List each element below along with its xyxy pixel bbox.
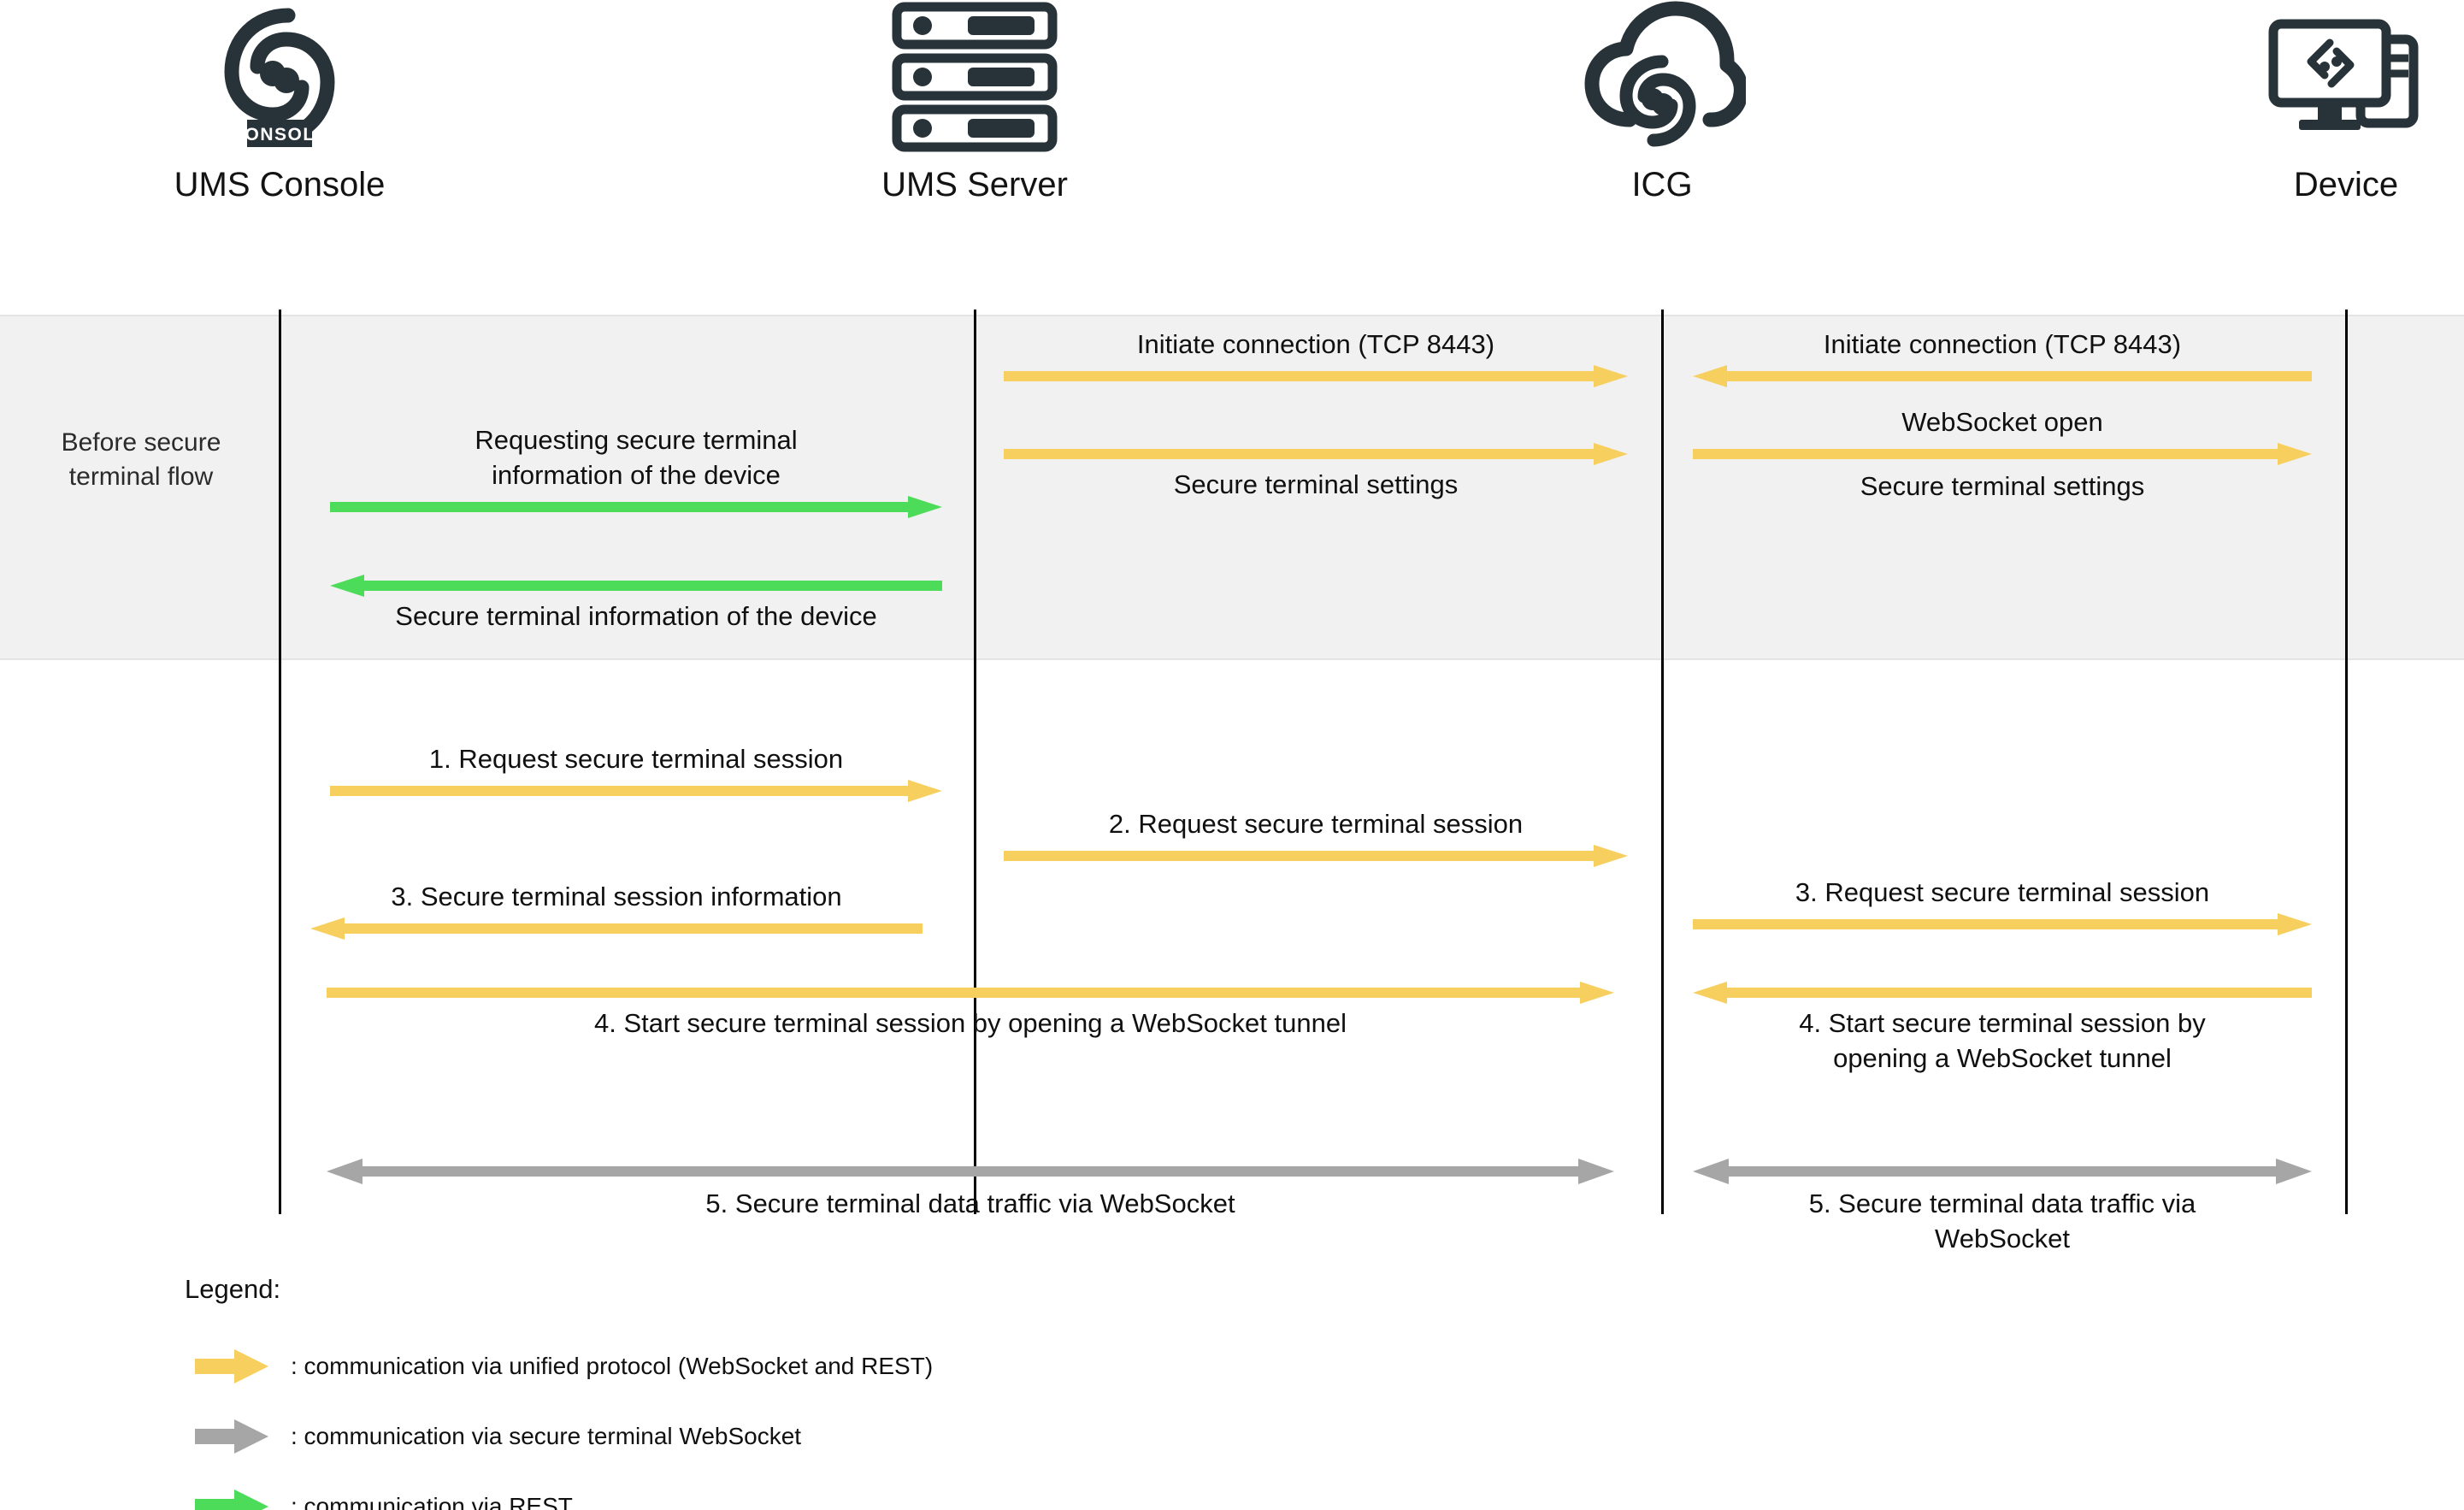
actor-icg: ICG — [1508, 0, 1816, 205]
actor-label: ICG — [1631, 166, 1693, 203]
message-label: 3. Secure terminal session information — [391, 882, 842, 911]
legend-item-unified-protocol: : communication via unified protocol (We… — [195, 1339, 1382, 1394]
message-initiate-connection-icg: Initiate connection (TCP 8443) — [1693, 329, 2312, 387]
arrow-right-unified-icon — [195, 1349, 268, 1383]
legend-item-label: : communication via unified protocol (We… — [291, 1353, 934, 1379]
actor-label: UMS Console — [174, 166, 386, 203]
message-label: Initiate connection (TCP 8443) — [1136, 329, 1495, 359]
message-label: WebSocket open — [1901, 407, 2103, 437]
message-websocket-open: WebSocket open — [1693, 407, 2312, 465]
legend-item-label: : communication via REST — [291, 1493, 573, 1510]
message-label: 4. Start secure terminal session by open… — [594, 1008, 1347, 1038]
message-step5-secure-terminal-data-traffic-device: 5. Secure terminal data traffic via WebS… — [1693, 1159, 2312, 1253]
message-label: 4. Start secure terminal session by open… — [1799, 1008, 2206, 1073]
message-secure-terminal-settings-icg: Secure terminal settings — [1693, 445, 2312, 501]
actor-ums-console: CONSOLE UMS Console — [126, 0, 433, 205]
arrow-right-unified-icon — [327, 982, 1614, 1004]
ums-console-logo-icon: CONSOLE — [126, 0, 433, 154]
message-label: 5. Secure terminal data traffic via WebS… — [1808, 1189, 2196, 1253]
message-step5-secure-terminal-data-traffic: 5. Secure terminal data traffic via WebS… — [327, 1159, 1614, 1218]
arrow-right-unified-icon — [1004, 845, 1628, 867]
actor-ums-server: UMS Server — [821, 0, 1129, 205]
legend-title: Legend: — [185, 1274, 281, 1304]
arrow-right-secure-ws-icon — [195, 1419, 268, 1454]
arrow-bidirectional-secure-ws-icon — [327, 1159, 1614, 1184]
message-step3-request-secure-terminal-session-device: 3. Request secure terminal session — [1693, 877, 2312, 935]
legend-item-secure-terminal-websocket: : communication via secure terminal WebS… — [195, 1409, 1382, 1464]
message-label: Secure terminal settings — [1860, 471, 2145, 501]
message-label: 5. Secure terminal data traffic via WebS… — [705, 1189, 1235, 1218]
lifeline-icg — [1661, 310, 1664, 1214]
message-label: Initiate connection (TCP 8443) — [1823, 329, 2182, 359]
arrow-left-unified-icon — [1693, 365, 2312, 387]
message-label: Requesting secure terminal information o… — [475, 425, 798, 490]
message-requesting-secure-terminal-info: Requesting secure terminal information o… — [330, 425, 942, 518]
arrow-left-rest-icon — [330, 575, 942, 597]
arrow-bidirectional-secure-ws-icon — [1693, 1159, 2312, 1184]
message-label: Secure terminal information of the devic… — [395, 601, 877, 631]
message-step3-secure-terminal-session-information: 3. Secure terminal session information — [310, 882, 923, 940]
message-step4-start-secure-terminal-session: 4. Start secure terminal session by open… — [327, 982, 1614, 1038]
message-label: Secure terminal settings — [1173, 469, 1459, 499]
legend-item-label: : communication via secure terminal WebS… — [291, 1423, 802, 1449]
legend-item-rest: : communication via REST — [195, 1479, 1382, 1510]
message-secure-terminal-settings-ums-server: Secure terminal settings — [1004, 443, 1628, 499]
lifeline-ums-console — [279, 310, 281, 1214]
message-step4-start-secure-terminal-session-device: 4. Start secure terminal session by open… — [1693, 982, 2312, 1073]
arrow-right-rest-icon — [195, 1489, 268, 1510]
message-label: 2. Request secure terminal session — [1108, 809, 1524, 839]
message-secure-terminal-info-of-device: Secure terminal information of the devic… — [330, 575, 942, 631]
desktop-device-icon — [2192, 0, 2464, 154]
arrow-right-rest-icon — [330, 496, 942, 518]
arrow-right-unified-icon — [1693, 443, 2312, 465]
arrow-right-unified-icon — [1004, 365, 1628, 387]
arrow-right-unified-icon — [330, 780, 942, 802]
actor-label: Device — [2293, 166, 2399, 203]
message-step2-request-secure-terminal-session: 2. Request secure terminal session — [1004, 809, 1628, 867]
arrow-right-unified-icon — [1004, 443, 1628, 465]
message-initiate-connection-ums-server: Initiate connection (TCP 8443) — [1004, 329, 1628, 387]
legend: Legend: : communication via unified prot… — [185, 1272, 1382, 1510]
cloud-gateway-icon — [1508, 0, 1816, 154]
arrow-left-unified-icon — [310, 917, 923, 940]
server-rack-icon — [821, 0, 1129, 154]
svg-text:CONSOLE: CONSOLE — [231, 125, 328, 145]
band-label: Before secure terminal flow — [61, 428, 221, 491]
arrow-left-unified-icon — [1693, 982, 2312, 1004]
lifeline-device — [2345, 310, 2348, 1214]
actor-device: Device — [2192, 0, 2464, 205]
message-step1-request-secure-terminal-session: 1. Request secure terminal session — [330, 744, 942, 802]
lifeline-ums-server — [974, 310, 976, 1214]
message-label: 3. Request secure terminal session — [1795, 877, 2210, 907]
actor-label: UMS Server — [881, 166, 1068, 203]
message-label: 1. Request secure terminal session — [428, 744, 844, 774]
arrow-right-unified-icon — [1693, 913, 2312, 935]
